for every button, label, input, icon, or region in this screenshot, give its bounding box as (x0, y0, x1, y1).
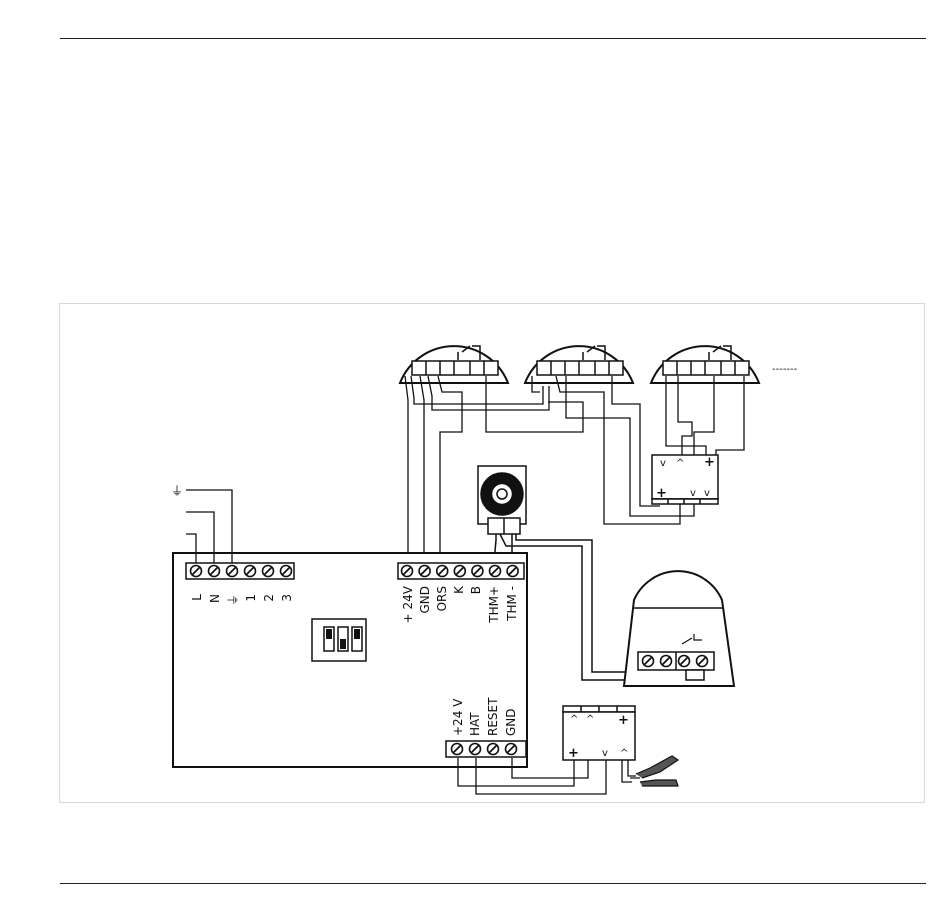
bus-label-thm-minus: THM - (505, 586, 519, 622)
footer-rule (60, 883, 926, 884)
reset-bottom-2: v (602, 748, 608, 759)
earth-label: ⏚ (171, 484, 183, 498)
continuation-label: ------- (772, 364, 798, 375)
mains-label-l: L (190, 594, 204, 601)
bottom-label-hat: HAT (468, 712, 482, 736)
reset-bottom-3: ^ (620, 748, 628, 759)
reset-top-2: ^ (586, 714, 594, 725)
mains-label-n: N (208, 594, 222, 603)
bus-label-24v: + 24V (401, 585, 415, 623)
bottom-label-24v: +24 V (451, 698, 465, 736)
pliers-icon (630, 756, 678, 786)
junction-bottom-2: v (690, 488, 696, 499)
heat-detector (624, 571, 734, 686)
reset-bottom-1: + (568, 746, 579, 761)
junction-bottom-3: v (704, 488, 710, 499)
bus-label-thm-plus: THM+ (487, 586, 501, 624)
mains-label-3: 3 (280, 594, 294, 602)
detector-2 (525, 346, 633, 383)
junction-top-2: ^ (676, 458, 684, 469)
bus-label-gnd: GND (418, 586, 432, 614)
reset-top-3: + (618, 713, 629, 728)
bottom-label-reset: RESET (486, 697, 500, 736)
bottom-label-gnd: GND (504, 708, 518, 736)
mains-label-2: 2 (262, 594, 276, 602)
reset-top-1: ^ (570, 714, 578, 725)
junction-bottom-1: + (656, 486, 667, 501)
bus-label-b: B (469, 586, 483, 594)
bus-label-ors: ORS (435, 586, 449, 611)
detector-1 (400, 346, 508, 383)
mains-label-1: 1 (244, 594, 258, 602)
mains-label-earth: ⏚ (226, 594, 240, 606)
bus-label-k: K (452, 585, 466, 594)
junction-top-1: v (660, 458, 666, 469)
detector-3 (651, 346, 759, 383)
junction-top-3: + (704, 455, 715, 470)
